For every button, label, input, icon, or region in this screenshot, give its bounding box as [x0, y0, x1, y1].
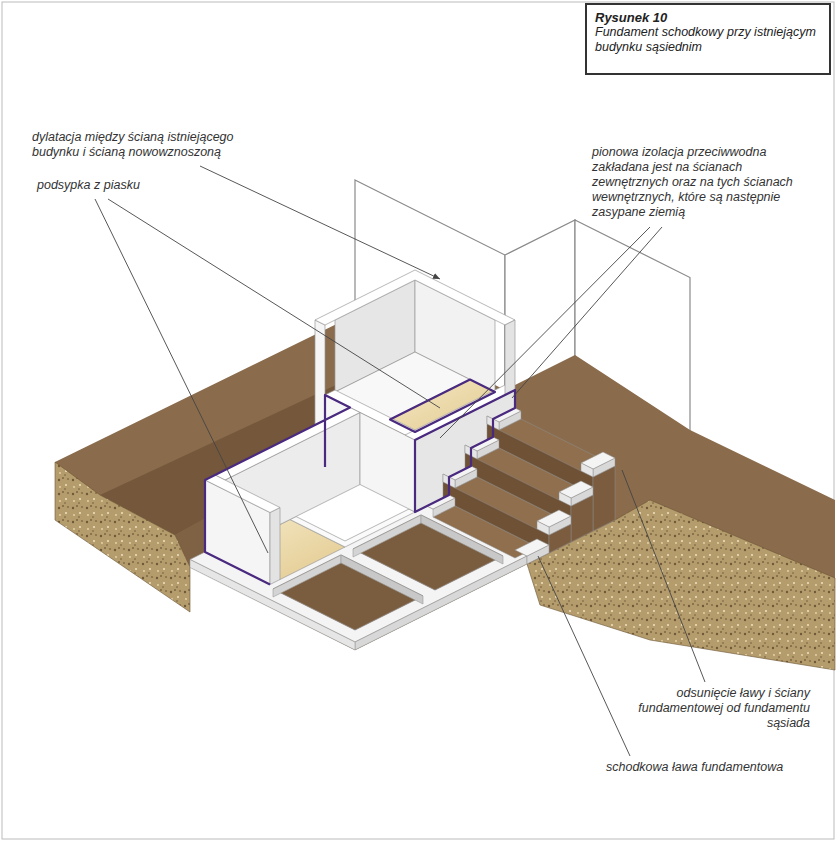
waterproofing-line — [415, 390, 515, 512]
callout-label: odsunięcie ławy i ściany fundamentowej o… — [620, 686, 810, 731]
stepped-footing — [427, 408, 615, 564]
label-text: pionowa izolacja przeciwwodna zakładana … — [592, 145, 793, 219]
leader-line — [108, 199, 440, 408]
stepped-footing — [581, 463, 593, 477]
leader-line — [622, 470, 705, 682]
label-text: podsypka z piasku — [37, 178, 140, 192]
lower-unit — [270, 508, 280, 585]
stepped-footing — [537, 521, 549, 535]
gravel-section — [55, 462, 835, 670]
callout-label: podsypka z piasku — [37, 178, 187, 193]
gravel-section — [55, 462, 190, 612]
callout-label: dylatacja między ścianą istniejącego bud… — [32, 130, 277, 160]
figure-number: Rysunek 10 — [595, 10, 821, 25]
stepped-footing — [471, 437, 499, 451]
lower-unit — [215, 408, 360, 481]
lower-unit — [205, 475, 280, 513]
leader-line — [538, 556, 630, 756]
main-footing — [355, 556, 527, 650]
ground — [175, 400, 615, 650]
waterproofing-line — [205, 395, 350, 585]
waterproofing-line — [205, 380, 515, 585]
label-text: odsunięcie ławy i ściany fundamentowej o… — [638, 686, 810, 730]
leader-line — [440, 227, 650, 438]
lower-unit — [205, 408, 415, 585]
figure-title-box: Rysunek 10Fundament schodkowy przy istni… — [585, 3, 831, 75]
upper-unit-walls — [315, 270, 515, 325]
upper-unit-front-wall — [505, 320, 515, 395]
callout-label: pionowa izolacja przeciwwodna zakładana … — [592, 145, 818, 220]
label-text: dylatacja między ścianą istniejącego bud… — [32, 130, 234, 159]
stepped-footing — [515, 539, 549, 556]
leader-line — [512, 227, 662, 398]
stepped-footing — [449, 466, 477, 480]
waterproofing-line — [390, 380, 495, 433]
label-text: schodkowa ława fundamentowa — [606, 760, 783, 774]
stepped-footing — [559, 492, 571, 506]
figure-caption: Fundament schodkowy przy istniejącym bud… — [595, 25, 821, 55]
stepped-footing — [493, 408, 521, 422]
leader-line — [95, 199, 268, 553]
callout-label: schodkowa ława fundamentowa — [606, 760, 811, 775]
leader-line — [200, 166, 440, 279]
stepped-footing — [427, 495, 455, 509]
leader-line — [95, 166, 705, 756]
stepped-footing — [593, 466, 615, 531]
